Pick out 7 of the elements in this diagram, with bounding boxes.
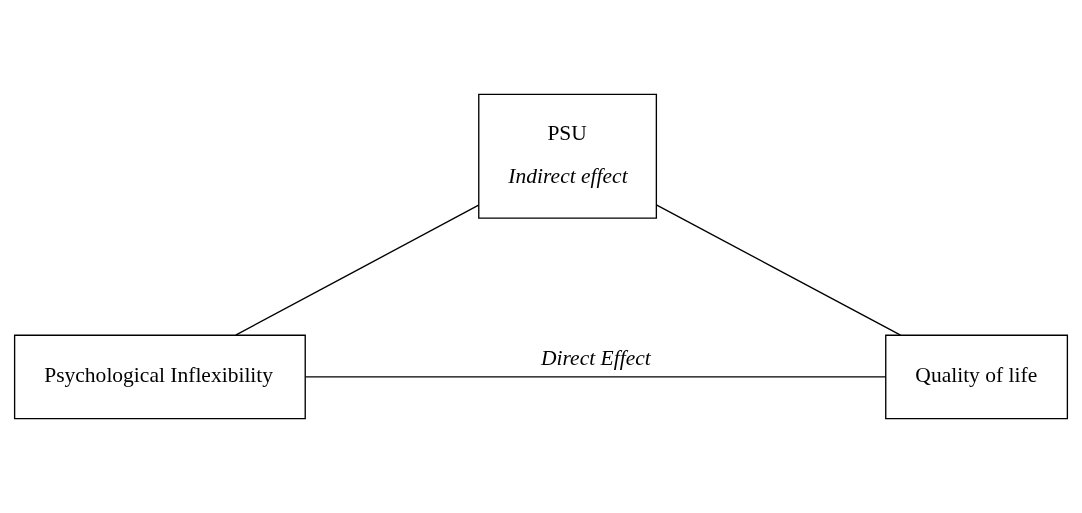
edge-label: Direct Effect [541,345,651,370]
node-box: PSU Indirect effect [478,93,658,219]
connector [304,376,887,378]
connector [656,204,902,336]
connector [235,204,480,336]
node-box: Psychological Inflexibility [13,334,306,420]
node-box: Quality of life [885,334,1069,420]
